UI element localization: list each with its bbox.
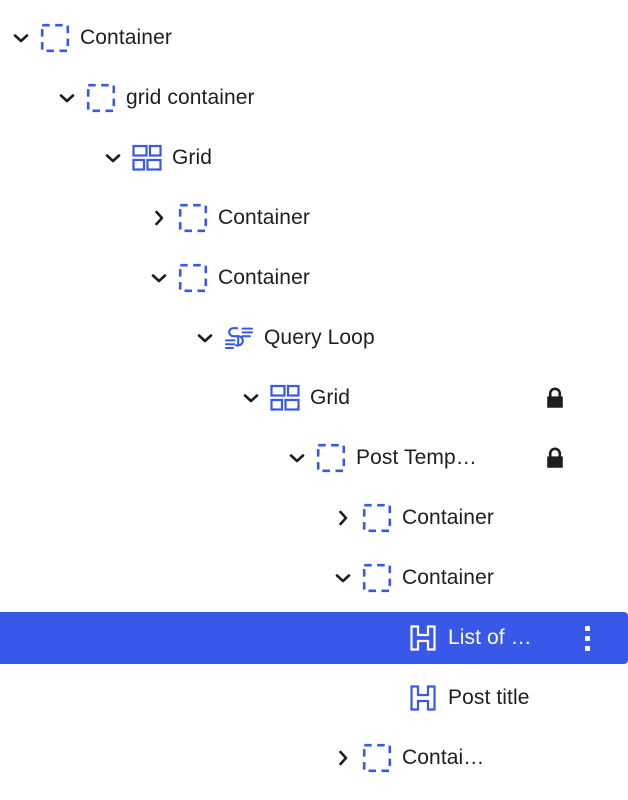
grid-icon: [268, 381, 302, 415]
chevron-down-icon[interactable]: [330, 565, 356, 591]
container-dashed-icon: [176, 261, 210, 295]
tree-row-label: Grid: [310, 386, 351, 409]
container-dashed-icon: [360, 561, 394, 595]
container-dashed-icon: [38, 21, 72, 55]
indent-spacer: [0, 458, 284, 459]
lock-icon[interactable]: [540, 443, 570, 473]
tree-row[interactable]: Container: [0, 492, 628, 544]
container-dashed-icon: [314, 441, 348, 475]
tree-row-label: Contai…: [402, 746, 485, 769]
tree-row[interactable]: Query Loop: [0, 312, 628, 364]
chevron-down-icon[interactable]: [8, 25, 34, 51]
tree-row[interactable]: Post Temp…: [0, 432, 628, 484]
chevron-down-icon[interactable]: [100, 145, 126, 171]
tree-row[interactable]: Contai…: [0, 732, 628, 784]
kebab-dot: [584, 645, 590, 651]
indent-spacer: [0, 398, 238, 399]
container-dashed-icon: [360, 741, 394, 775]
tree-row[interactable]: Container: [0, 192, 628, 244]
tree-row-label: Query Loop: [264, 326, 375, 349]
chevron-down-icon[interactable]: [284, 445, 310, 471]
tree-row-label: Post title: [448, 686, 530, 709]
tree-row[interactable]: grid container: [0, 72, 628, 124]
row-trailing-actions: [572, 612, 628, 664]
indent-spacer: [0, 158, 100, 159]
chevron-down-icon[interactable]: [192, 325, 218, 351]
kebab-menu-icon[interactable]: [572, 618, 602, 658]
tree-row-label: Container: [80, 26, 172, 49]
row-trailing-actions: [540, 432, 628, 484]
indent-spacer: [0, 638, 376, 639]
grid-icon: [130, 141, 164, 175]
container-dashed-icon: [84, 81, 118, 115]
container-dashed-icon: [360, 501, 394, 535]
tree-row[interactable]: Container: [0, 552, 628, 604]
tree-row[interactable]: Container: [0, 252, 628, 304]
tree-row-label: Grid: [172, 146, 213, 169]
indent-spacer: [0, 218, 146, 219]
query-loop-icon: [222, 321, 256, 355]
indent-spacer: [0, 698, 376, 699]
kebab-dot: [584, 625, 590, 631]
tree-row[interactable]: Grid: [0, 132, 628, 184]
indent-spacer: [0, 38, 8, 39]
chevron-right-icon[interactable]: [330, 745, 356, 771]
tree-row[interactable]: Container: [0, 12, 628, 64]
indent-spacer: [0, 338, 192, 339]
tree-row-label: List of …: [448, 626, 532, 649]
indent-spacer: [0, 98, 54, 99]
chevron-down-icon[interactable]: [238, 385, 264, 411]
lock-icon[interactable]: [540, 383, 570, 413]
heading-h-icon: [406, 621, 440, 655]
tree-row-label: grid container: [126, 86, 255, 109]
tree-row[interactable]: Post title: [0, 672, 628, 724]
tree-row-label: Container: [402, 506, 494, 529]
tree-row-selected[interactable]: List of …: [0, 612, 628, 664]
chevron-down-icon[interactable]: [146, 265, 172, 291]
row-trailing-actions: [540, 372, 628, 424]
chevron-right-icon[interactable]: [146, 205, 172, 231]
chevron-down-icon[interactable]: [54, 85, 80, 111]
tree-row-label: Container: [218, 206, 310, 229]
heading-h-icon: [406, 681, 440, 715]
chevron-right-icon[interactable]: [330, 505, 356, 531]
tree-row-label: Post Temp…: [356, 446, 477, 469]
tree-row-label: Container: [218, 266, 310, 289]
container-dashed-icon: [176, 201, 210, 235]
tree-row[interactable]: Grid: [0, 372, 628, 424]
tree-row-label: Container: [402, 566, 494, 589]
indent-spacer: [0, 278, 146, 279]
indent-spacer: [0, 578, 330, 579]
indent-spacer: [0, 518, 330, 519]
kebab-dot: [584, 635, 590, 641]
indent-spacer: [0, 758, 330, 759]
